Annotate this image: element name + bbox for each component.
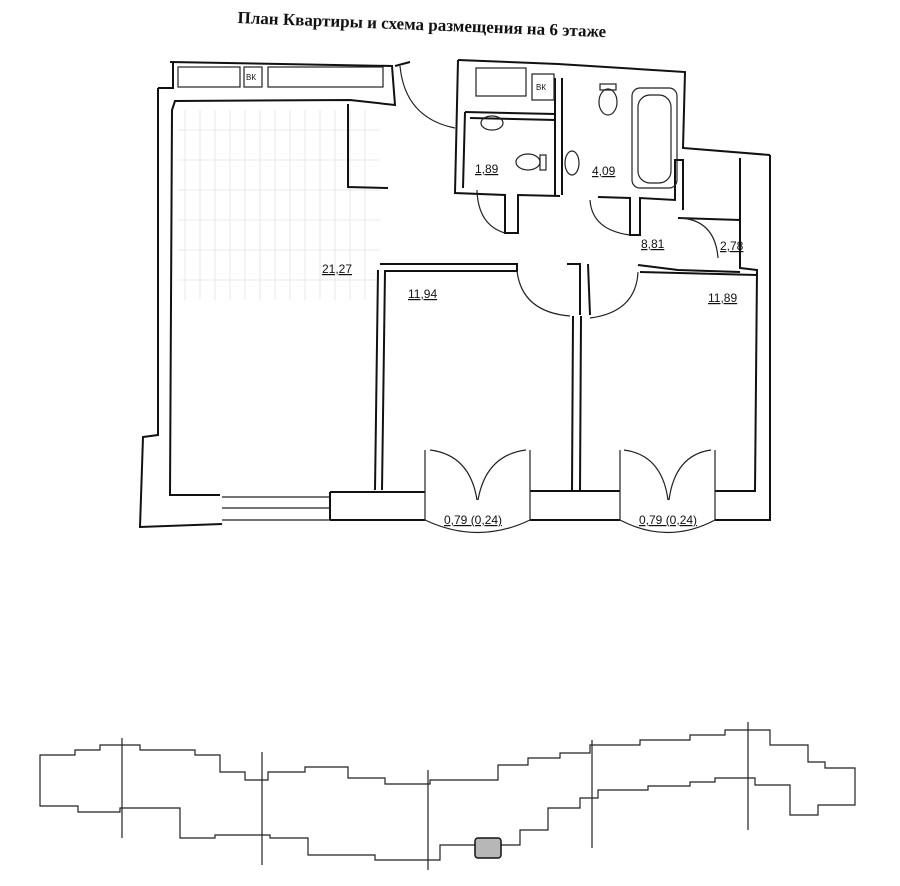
vent-label-1: ВК	[246, 73, 256, 82]
area-balcony-1: 0,79 (0,24)	[444, 513, 502, 527]
building-schema	[39, 722, 856, 870]
interior-walls	[347, 78, 758, 491]
area-hall: 8,81	[641, 237, 665, 251]
vent-label-2: ВК	[536, 83, 546, 92]
area-bedroom-2: 11,89	[708, 291, 737, 305]
apartment-location-marker	[474, 837, 502, 859]
area-balcony-2: 0,79 (0,24)	[639, 513, 697, 527]
door-swings	[399, 65, 719, 319]
area-bathroom: 4,09	[592, 164, 616, 178]
area-living-room: 21,27	[322, 262, 352, 276]
balcony-1	[424, 449, 531, 533]
area-bedroom-1: 11,94	[408, 287, 437, 301]
living-window	[222, 496, 330, 521]
bath-fixtures	[480, 83, 678, 189]
wall-units: ВК ВК	[177, 66, 555, 101]
area-wc: 1,89	[475, 162, 499, 176]
living-room-floor-pattern	[178, 110, 380, 300]
balcony-2	[619, 449, 716, 533]
area-closet: 2,78	[720, 239, 744, 253]
